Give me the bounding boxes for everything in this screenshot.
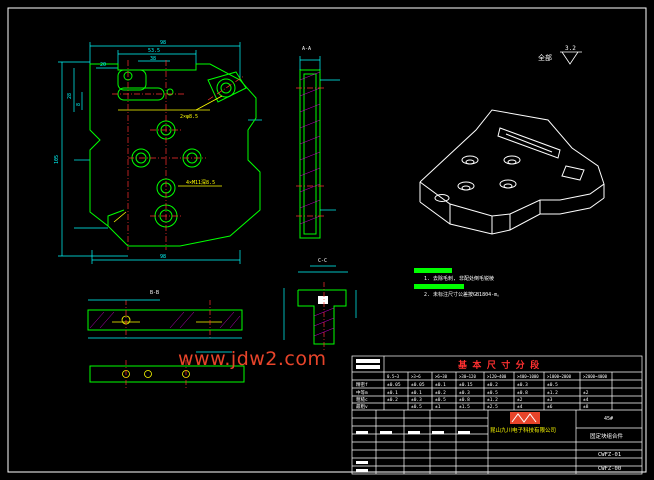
tolerance-value-cell: ±3	[547, 397, 553, 403]
dim-hole-note: 4×M11深8.5	[186, 179, 215, 186]
dim-left-height: 105	[54, 155, 60, 164]
section-label-aa: A-A	[302, 46, 311, 52]
company-name: 昆山九川电子科技有限公司	[490, 426, 556, 434]
tolerance-value-cell: ±1.2	[547, 390, 558, 396]
dim-top-inner: 53.5	[148, 48, 160, 54]
tolerance-value-cell: ±6	[547, 404, 553, 410]
company-logo	[510, 412, 540, 424]
tolerance-grade-label: 粗糙c	[356, 396, 368, 403]
tolerance-grade-label: 最粗v	[356, 403, 368, 410]
watermark-text: www.jdw2.com	[178, 348, 327, 370]
drawing-number-2: CWFZ-00	[598, 466, 621, 472]
tolerance-header-cell: >30~120	[459, 374, 476, 379]
tolerance-value-cell: ±1.2	[487, 397, 498, 403]
tolerance-value-cell: ±8	[583, 404, 589, 410]
tolerance-value-cell: ±0.05	[411, 382, 425, 388]
tolerance-value-cell: ±0.5	[435, 397, 446, 403]
tolerance-header-cell: >2000~4000	[583, 374, 608, 379]
front-view: 98 53.5 38 20 105 28 8 98 4×M11深8.5 2×φ8…	[54, 40, 262, 264]
tolerance-grade-label: 精密f	[356, 381, 368, 388]
dim-bottom-width: 98	[160, 254, 166, 260]
tolerance-value-cell: ±0.5	[487, 390, 498, 396]
section-label-cc: C-C	[318, 258, 327, 264]
title-block: 基 本 尺 寸 分 段 0.5~3 >3~6 >6~30 >30~120 >120~40…	[351, 355, 643, 475]
tolerance-value-cell: ±0.1	[435, 382, 446, 388]
roughness-value: 3.2	[565, 45, 576, 52]
tolerance-value-cell: ±0.3	[517, 382, 528, 388]
tolerance-header-cell: >3~6	[411, 374, 421, 379]
tolerance-value-cell: ±2.5	[487, 404, 498, 410]
section-view-cc: C-C	[283, 258, 357, 350]
drawing-number-1: CWFZ-01	[598, 452, 621, 458]
tolerance-value-cell: ±4	[517, 404, 523, 410]
part-name: 固定块组合件	[590, 432, 624, 440]
tolerance-grade-label: 中等m	[356, 389, 368, 396]
tolerance-value-cell: ±0.3	[459, 390, 470, 396]
tolerance-value-cell: ±0.1	[411, 390, 422, 396]
tolerance-value-cell: ±2	[517, 397, 523, 403]
tolerance-value-cell: ±0.8	[517, 390, 528, 396]
material: 45#	[604, 416, 613, 422]
tolerance-value-cell: ±4	[583, 397, 589, 403]
tolerance-value-cell: ±0.2	[487, 382, 498, 388]
dim-top-small: 20	[100, 62, 106, 68]
tolerance-value-cell: ±1	[435, 404, 441, 410]
tolerance-header-cell: >1000~2000	[547, 374, 572, 379]
tolerance-value-cell: ±0.1	[387, 390, 398, 396]
drawing-frame	[7, 7, 647, 473]
tolerance-value-cell: ±0.3	[411, 397, 422, 403]
dim-top-mid: 38	[150, 56, 156, 62]
tolerance-value-cell: ±0.5	[411, 404, 422, 410]
section-label-bb: B-B	[150, 290, 159, 296]
tolerance-value-cell: ±0.5	[547, 382, 558, 388]
tolerance-value-cell: ±0.05	[387, 382, 401, 388]
dim-hole-note2: 2×φ8.5	[180, 114, 198, 120]
tolerance-value-cell: ±1.5	[459, 404, 470, 410]
roughness-label: 全部	[538, 53, 552, 62]
note-1: 1. 去除毛刺, 非配处倒毛锐棱	[424, 275, 494, 282]
tolerance-header-cell: >400~1000	[517, 374, 539, 379]
dim-left-small: 8	[76, 103, 82, 106]
note-2: 2. 未标注尺寸公差按GB1804-m。	[424, 291, 502, 298]
section-view-bb: B-B	[87, 290, 245, 388]
tolerance-table-title: 基 本 尺 寸 分 段	[457, 359, 540, 371]
tolerance-header-cell: 0.5~3	[387, 374, 400, 379]
tolerance-value-cell: ±0.8	[459, 397, 470, 403]
tolerance-rows: 精密f±0.05±0.05±0.1±0.15±0.2±0.3±0.5中等m±0.…	[356, 381, 589, 410]
tolerance-header-row: 0.5~3 >3~6 >6~30 >30~120 >120~400 >400~1000 >1…	[387, 374, 608, 379]
tolerance-value-cell: ±0.2	[387, 397, 398, 403]
tolerance-value-cell: ±2	[583, 390, 589, 396]
technical-notes: 1. 去除毛刺, 非配处倒毛锐棱 2. 未标注尺寸公差按GB1804-m。	[414, 268, 502, 298]
side-view: A-A	[296, 46, 340, 239]
tolerance-value-cell: ±0.2	[435, 390, 446, 396]
tolerance-header-cell: >120~400	[487, 374, 507, 379]
dim-left-upper: 28	[67, 93, 73, 99]
dim-top-overall: 98	[160, 40, 166, 46]
tolerance-header-cell: >6~30	[435, 374, 448, 379]
tolerance-value-cell: ±0.15	[459, 382, 473, 388]
isometric-view: 全部 3.2	[419, 45, 605, 235]
